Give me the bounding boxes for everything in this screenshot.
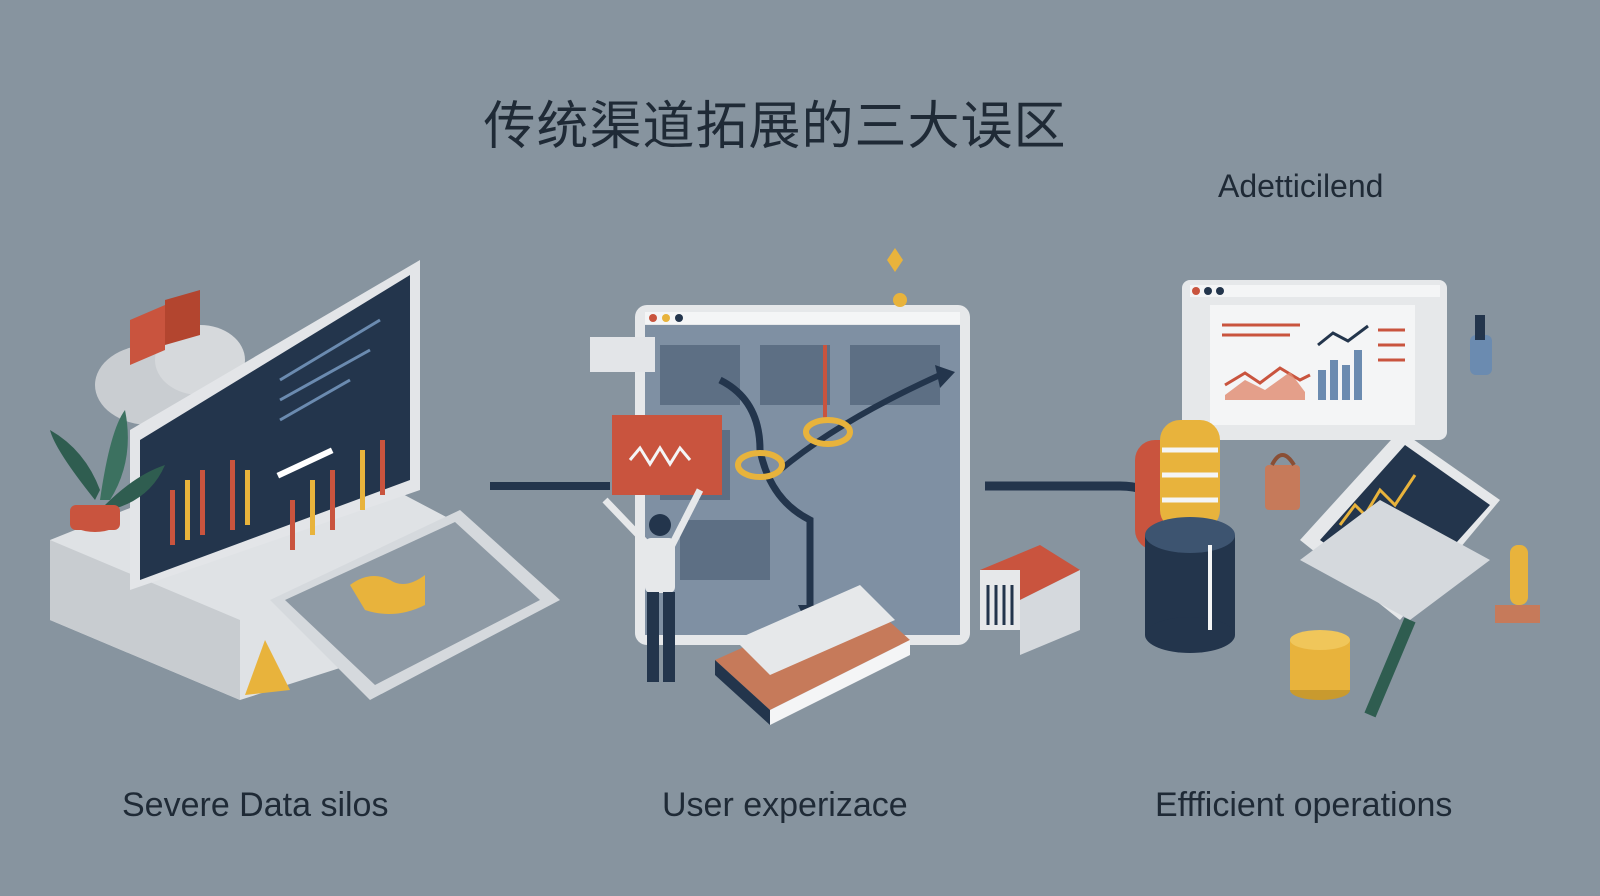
- data-silos-illustration: [50, 260, 560, 700]
- user-experience-illustration: [590, 248, 1080, 725]
- caption-efficient-operations: Effficient operations: [1155, 786, 1453, 824]
- caption-data-silos: Severe Data silos: [122, 786, 389, 824]
- caption-user-experience: User experizace: [662, 786, 908, 824]
- efficient-operations-illustration: [1135, 280, 1540, 718]
- corner-label: Adetticilend: [1218, 168, 1384, 204]
- page-title: 传统渠道拓展的三大误区: [483, 97, 1067, 157]
